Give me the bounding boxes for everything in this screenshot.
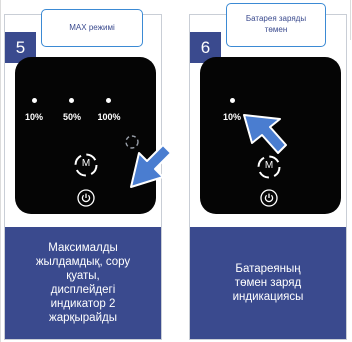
indicator-led	[32, 98, 37, 103]
spinning-indicator-icon	[125, 135, 139, 149]
step-description: Батареяның төмен заряд индикациясы	[190, 227, 346, 339]
mode-label: M	[264, 160, 274, 171]
mode-ring-icon	[257, 155, 281, 179]
step-panel-6: 6 Батарея заряды төмен 10% M Батареяның …	[189, 3, 347, 340]
power-icon[interactable]	[77, 189, 95, 207]
step-number: 5	[5, 32, 36, 63]
level-label: 100%	[97, 112, 121, 122]
mode-label: M	[81, 158, 91, 169]
mode-ring-icon	[74, 153, 98, 177]
power-icon[interactable]	[260, 189, 278, 207]
level-label: 10%	[24, 112, 43, 122]
divider-left	[0, 0, 1, 342]
divider-right	[350, 0, 351, 40]
callout-label: Батарея заряды төмен	[226, 3, 326, 47]
level-label: 50%	[62, 112, 81, 122]
callout-label: MAX режимі	[41, 9, 143, 47]
step-description: Максималды жылдамдық, сору қуаты, диспле…	[5, 227, 161, 339]
pointer-arrow-icon	[243, 114, 287, 154]
device-display: 10% 50% 100% M	[15, 57, 156, 214]
step-panel-5: 5 MAX режимі 10% 50% 100% M Максималды ж…	[4, 9, 172, 340]
indicator-led	[69, 98, 74, 103]
level-label: 10%	[222, 112, 241, 122]
pointer-arrow-icon	[130, 144, 172, 188]
indicator-led	[106, 98, 111, 103]
indicator-led	[230, 98, 235, 103]
